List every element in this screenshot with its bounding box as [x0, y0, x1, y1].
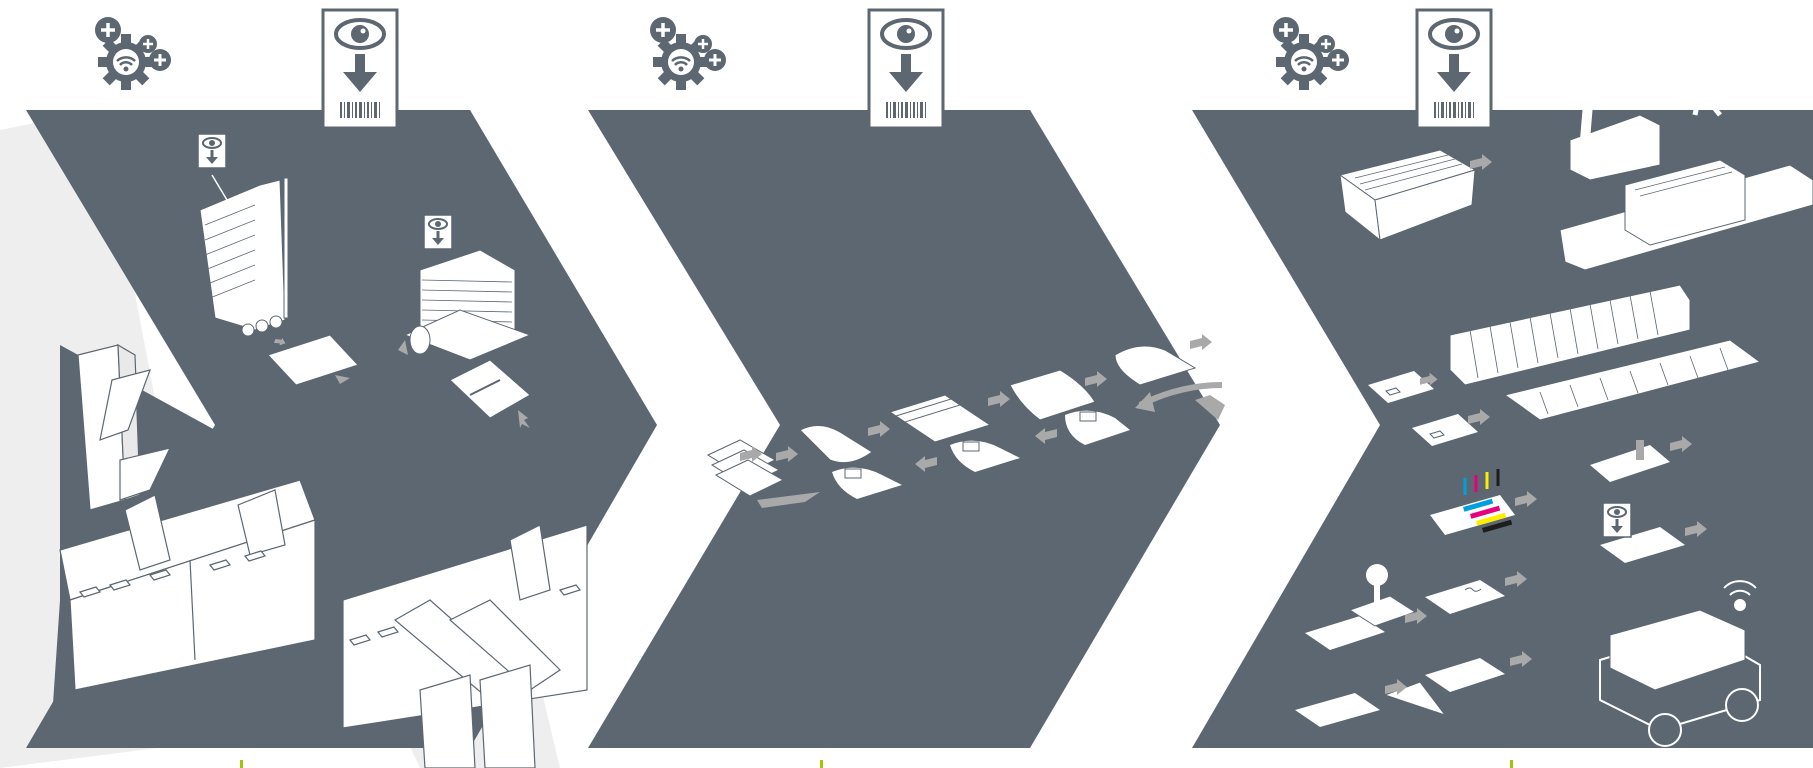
scan-barcode-icon [867, 8, 945, 130]
scan-barcode-icon [1415, 8, 1493, 130]
settings-gear-plus-icon [648, 15, 728, 92]
accent-tick [820, 760, 823, 768]
pallet-cart-feeder [403, 249, 532, 419]
paper-stack-feeder [199, 174, 359, 386]
folding-inserter-machine [59, 343, 316, 691]
verification-scan [1590, 436, 1707, 563]
envelope-loop-flow [706, 334, 1225, 508]
arrow-icon [518, 410, 530, 428]
settings-gear-plus-icon [1271, 15, 1351, 92]
window-envelope-cut [1295, 651, 1532, 727]
scan-barcode-icon [321, 8, 399, 130]
arrow-icon [398, 340, 408, 355]
inserter-production-line [342, 524, 588, 768]
stage-2-panel [588, 110, 1220, 748]
rfid-trolley [1599, 580, 1761, 747]
stamp-franking [1305, 564, 1527, 650]
stage-3-panel [1192, 110, 1813, 748]
arrow-icon [335, 375, 350, 384]
tray-sorting [1338, 149, 1477, 242]
accent-tick [1510, 760, 1513, 768]
envelope-rack [1449, 284, 1762, 421]
accent-tick [240, 760, 243, 768]
robot-arm-conveyor [1559, 54, 1813, 271]
scan-icon [1602, 502, 1632, 538]
settings-gear-plus-icon [93, 15, 173, 92]
scan-icon [423, 214, 453, 250]
scan-icon [197, 133, 227, 169]
color-printing [1430, 469, 1515, 535]
